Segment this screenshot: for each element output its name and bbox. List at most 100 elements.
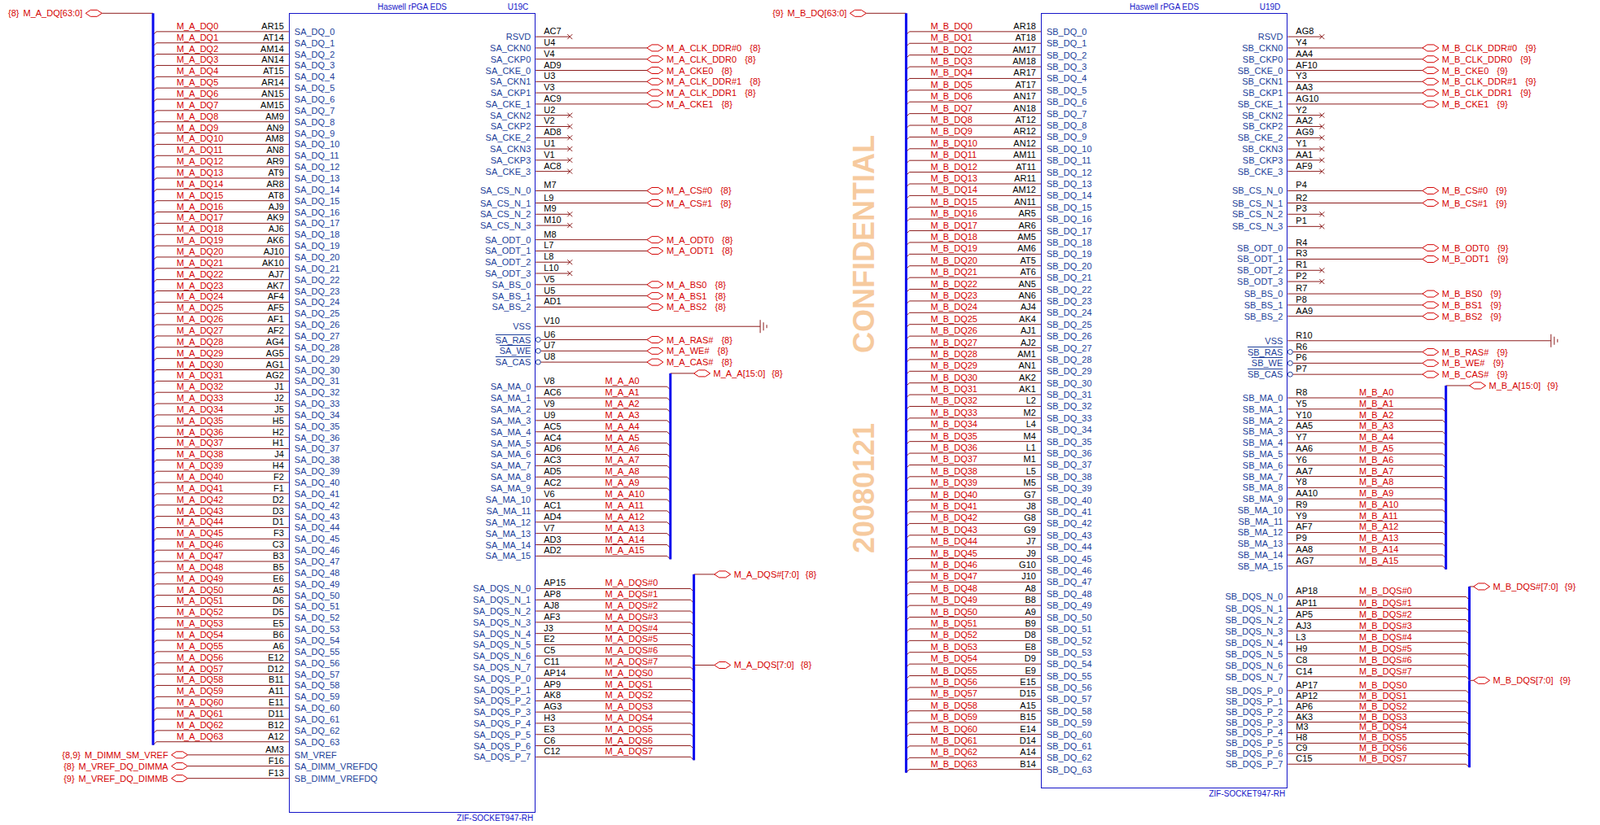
no-connect-mark — [1319, 211, 1325, 217]
wire — [535, 81, 647, 83]
pin-name: SB_DQ_29 — [1046, 366, 1093, 376]
pin-number: R3 — [1295, 248, 1308, 258]
wire — [535, 126, 570, 127]
pin-name: SA_MA_11 — [485, 506, 531, 516]
net-name: M_B_DQ17 — [930, 220, 977, 231]
net-name: M_A_DQ62 — [176, 720, 223, 731]
pin-name: SA_BS_2 — [492, 301, 532, 312]
net-name: M_A_DQS#7 — [605, 656, 659, 667]
pin-number: AP8 — [543, 589, 561, 599]
pin-number: F2 — [273, 472, 285, 482]
net-name: M_B_DQS#1 — [1359, 598, 1413, 608]
no-connect-mark — [1319, 123, 1325, 129]
net-name: M_B_A13 — [1359, 533, 1399, 543]
pin-number: U5 — [543, 285, 556, 296]
pin-name: SA_DQ_59 — [294, 691, 341, 702]
pin-name: SB_MA_8 — [1242, 482, 1284, 493]
net-name: M_A_DQS1 — [605, 679, 654, 690]
wire — [535, 488, 671, 492]
watermark: 20080121 — [847, 423, 882, 554]
net-name: M_A_DQ6 — [176, 88, 219, 99]
wire — [1287, 258, 1423, 260]
pin-name: SA_DQ_18 — [294, 229, 341, 240]
net-name: M_A_DQ20 — [176, 246, 223, 257]
offpage-connector — [646, 44, 664, 52]
net-name: M_B_DQS1 — [1359, 690, 1408, 701]
pin-name: SB_CKP0 — [1242, 54, 1284, 65]
net-name: M_A_DQ8 — [176, 111, 219, 122]
pin-number: AJ1 — [1020, 325, 1037, 336]
pin-number: R10 — [1295, 330, 1312, 341]
pin-name: SA_BS_0 — [492, 279, 532, 290]
pin-name: SA_CKE_1 — [485, 99, 532, 110]
pin-number: J8 — [1026, 501, 1037, 512]
pin-name: SA_RAS — [495, 335, 531, 346]
net-name: M_A_DQS4 — [605, 712, 654, 723]
pin-number: AF4 — [267, 291, 285, 302]
pin-number: AP14 — [543, 668, 566, 678]
sheet-ref: {9} — [1497, 253, 1509, 264]
pin-number: AT14 — [262, 32, 284, 43]
no-connect-mark — [1319, 34, 1325, 40]
pin-number: B3 — [272, 550, 284, 561]
pin-number: D2 — [272, 494, 285, 505]
offpage-connector — [646, 100, 664, 108]
net-name: M_A_DQS0 — [605, 668, 654, 678]
wire — [535, 69, 647, 71]
pin-number: E14 — [1019, 724, 1037, 735]
pin-name: SB_DQ_22 — [1046, 284, 1093, 295]
pin-name: SB_MA_12 — [1237, 527, 1284, 538]
pin-name: SB_DQ_45 — [1046, 554, 1093, 564]
net-name: M_A_DQ23 — [176, 280, 223, 291]
pin-name: SB_DQ_61 — [1046, 741, 1093, 752]
pin-name: SA_MA_1 — [490, 393, 532, 403]
pin-number: AR15 — [261, 21, 285, 31]
ground-symbol — [763, 322, 765, 331]
pin-number: Y3 — [1295, 70, 1307, 81]
offpage-connector — [646, 347, 664, 355]
no-connect-mark — [1319, 146, 1325, 152]
offpage-connector — [1422, 56, 1439, 63]
offpage-connector — [1422, 371, 1439, 378]
pin-name: SB_DQ_9 — [1046, 131, 1088, 142]
pin-number: M8 — [543, 229, 556, 240]
pin-name: SA_DQ_16 — [294, 207, 341, 218]
pin-number: AG10 — [1295, 93, 1319, 104]
net-name: M_A_DQ36 — [176, 427, 223, 438]
wire — [187, 778, 289, 779]
no-connect-mark — [1319, 146, 1325, 152]
pin-name: SB_DQ_55 — [1046, 671, 1093, 682]
pin-number: AC2 — [543, 477, 561, 488]
pin-name: SB_DQS_P_0 — [1225, 686, 1283, 696]
net-name: M_B_CKE0 — [1442, 65, 1489, 76]
pin-name: SB_CKE_1 — [1237, 99, 1284, 110]
net-name: M_B_CLK_DDR0 — [1442, 54, 1513, 65]
pin-name: SB_DQS_P_3 — [1225, 717, 1283, 728]
net-name: M_A_DQ14 — [176, 179, 223, 189]
net-name: M_A_DQS#6 — [605, 645, 659, 656]
pin-name: SB_MA_6 — [1242, 460, 1284, 471]
offpage-connector — [1473, 583, 1491, 591]
pin-name: SB_DQ_50 — [1046, 612, 1093, 623]
wire — [1287, 190, 1423, 192]
net-name: M_B_DQ12 — [930, 161, 977, 172]
pin-number: U2 — [543, 104, 556, 115]
pin-name: SA_DQ_47 — [294, 556, 341, 567]
no-connect-mark — [1319, 267, 1325, 273]
pin-number: L2 — [1026, 395, 1037, 406]
wire — [1287, 170, 1322, 172]
wire — [1287, 92, 1423, 94]
bus-name: M_A_A[15:0] — [713, 368, 766, 379]
pin-number: AN1 — [1018, 360, 1036, 371]
pin-number: U8 — [543, 351, 556, 362]
pin-number: AD8 — [543, 126, 561, 137]
pin-name: SB_DQ_44 — [1046, 542, 1093, 552]
no-connect-mark — [567, 211, 573, 217]
pin-name: SB_DQ_60 — [1046, 730, 1093, 740]
net-name: M_B_DQ16 — [930, 208, 977, 219]
pin-name: SB_MA_13 — [1237, 538, 1284, 549]
part-family: Haswell rPGA EDS — [377, 2, 447, 12]
net-name: M_B_A12 — [1359, 521, 1399, 532]
pin-name: SA_DQS_N_7 — [472, 662, 531, 673]
pin-name: SB_DQS_N_4 — [1224, 638, 1283, 648]
